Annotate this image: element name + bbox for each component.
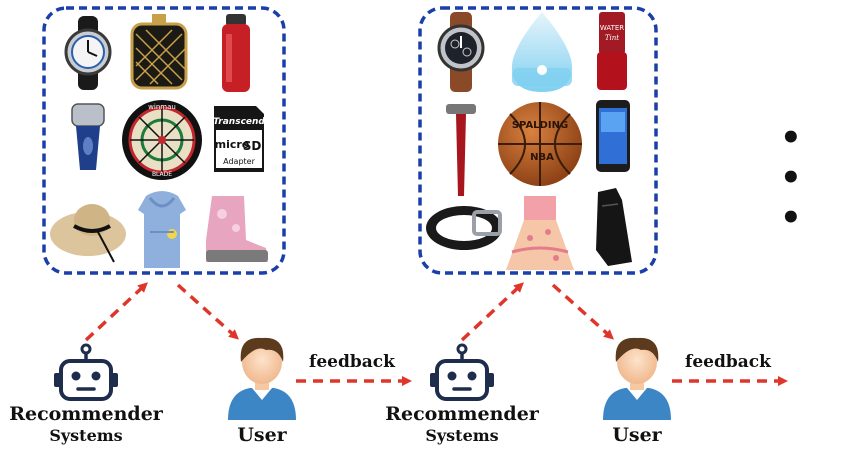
belt-icon [426,206,502,250]
hat-icon [50,204,126,263]
feedback-label-1: feedback [309,352,395,372]
user-icon [603,337,671,420]
sdcard-icon: Transcend micro SD Adapter [213,106,265,172]
razor-icon [446,104,476,196]
dart-brand-text: winmau [148,103,176,111]
watch-icon [64,16,112,90]
user-label-2: User [612,424,662,446]
user-label-1: User [237,424,287,446]
perfume-icon [130,14,188,90]
user-icon [228,337,296,420]
humidifier-icon [511,12,573,92]
sd-brand-text: Transcend [213,117,265,127]
continuation-ellipsis: • • • [780,118,808,238]
ball-brand-text: SPALDING [512,120,568,131]
arrow-recommend-1 [84,282,148,342]
robe-icon [138,191,186,268]
systems-label-1: Systems [49,426,123,445]
dart-model-text: BLADE [152,171,172,178]
ball-league-text: NBA [530,152,554,163]
arrows [84,282,788,386]
systems-label-2: Systems [425,426,499,445]
dartboard-icon: winmau BLADE [122,100,202,180]
sd-micro-text: micro [215,138,250,151]
shoe-icon [596,188,632,266]
robot-icon [54,343,118,401]
tint-tint-text: Tint [605,34,619,42]
watch2-icon [437,12,485,92]
robot-icon [430,343,494,401]
sd-sd-text: SD [243,139,262,153]
feedback-label-2: feedback [685,352,771,372]
tint-water-text: WATER [600,24,624,32]
arrow-present-2 [551,283,614,340]
liptint-icon: WATER Tint [597,12,627,90]
basketball-icon: SPALDING NBA [498,102,582,186]
sd-adapter-text: Adapter [223,157,255,166]
boot-icon [206,196,268,262]
arrow-present-1 [176,283,239,340]
candidate-frame-2 [418,6,658,275]
phone-icon [596,100,630,172]
bottle-icon [222,14,250,92]
candidate-frame-1 [42,6,286,275]
recommender-label-1: Recommender [9,403,163,425]
recommender-label-2: Recommender [385,403,539,425]
shaver-icon [71,103,105,170]
arrow-recommend-2 [460,282,524,342]
dress-icon [506,196,574,270]
